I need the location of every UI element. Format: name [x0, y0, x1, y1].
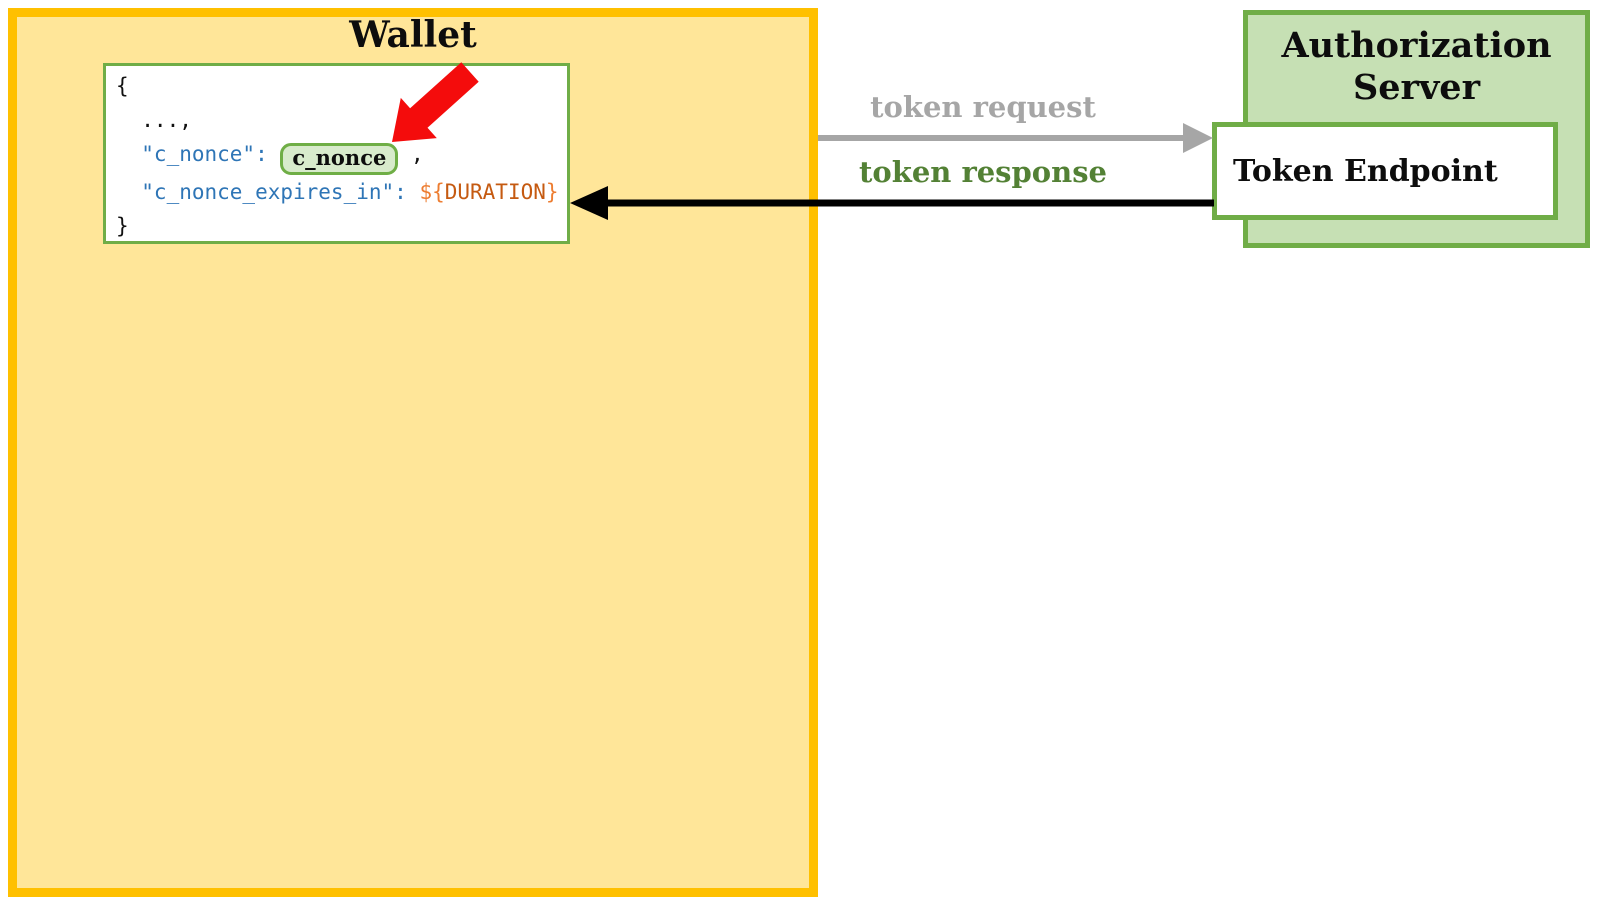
code-placeholder-name: DURATION — [444, 180, 546, 204]
code-c-nonce-key: "c_nonce": — [116, 142, 281, 166]
token-response-label: token response — [858, 155, 1107, 189]
code-line-ellipsis: ..., — [116, 103, 567, 137]
code-comma: , — [398, 142, 424, 166]
code-expires-key: "c_nonce_expires_in": — [116, 180, 420, 204]
c-nonce-value-highlight: c_nonce — [280, 143, 399, 175]
wallet-title: Wallet — [349, 14, 477, 56]
code-placeholder-close: } — [545, 180, 559, 204]
code-line-close: } — [116, 209, 567, 243]
code-line-expires: "c_nonce_expires_in": ${DURATION} — [116, 175, 567, 209]
code-open-brace: { — [116, 74, 129, 98]
code-ellipsis: ..., — [116, 108, 192, 132]
code-line-c-nonce: "c_nonce": c_nonce , — [116, 137, 567, 175]
code-line-open: { — [116, 69, 567, 103]
authorization-server-title: Authorization Server — [1281, 25, 1552, 108]
code-placeholder-open: ${ — [419, 180, 445, 204]
token-request-label: token request — [870, 90, 1096, 124]
code-close-brace: } — [116, 214, 129, 238]
token-endpoint-box: Token Endpoint — [1212, 122, 1558, 220]
token-endpoint-label: Token Endpoint — [1233, 153, 1498, 189]
token-request-arrowhead-icon — [1183, 123, 1213, 153]
token-response-code-snippet: { ..., "c_nonce": c_nonce , "c_nonce_exp… — [103, 63, 570, 244]
